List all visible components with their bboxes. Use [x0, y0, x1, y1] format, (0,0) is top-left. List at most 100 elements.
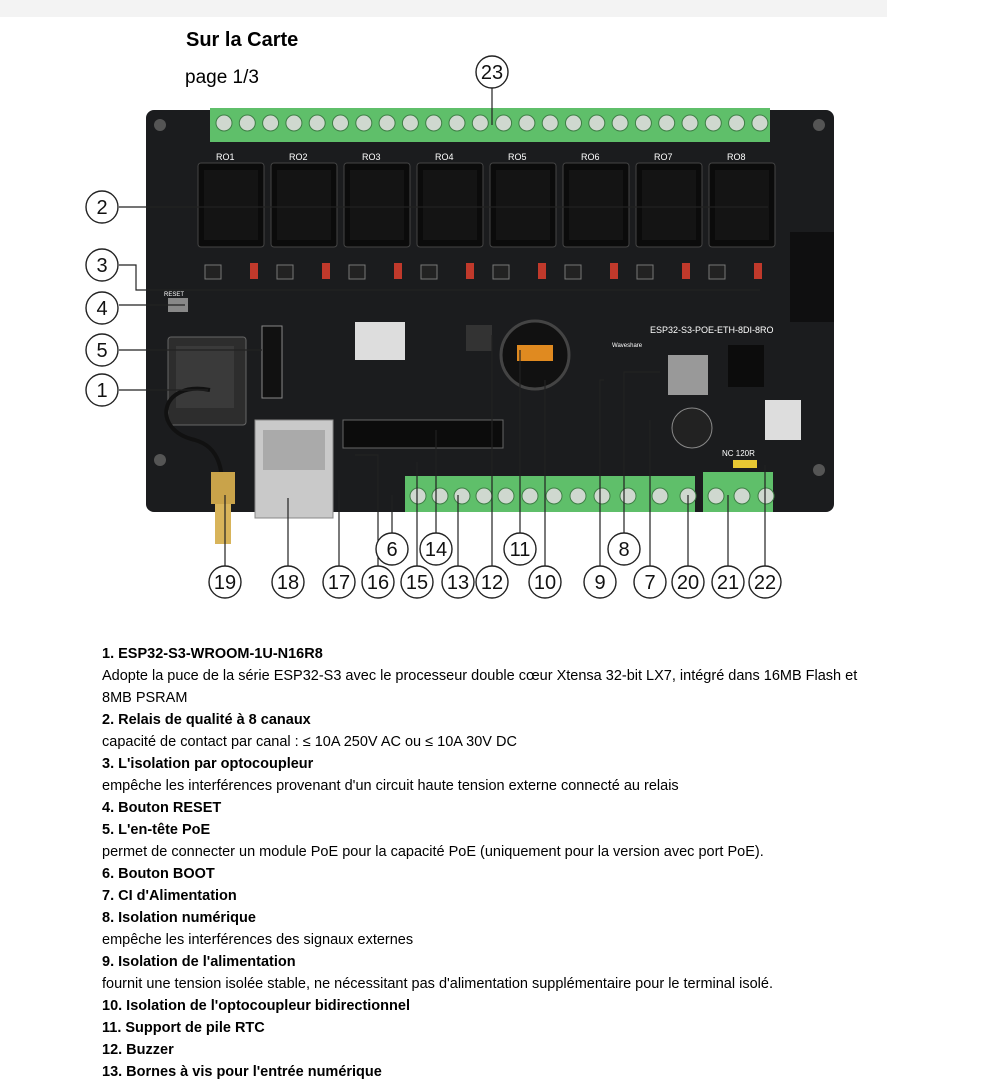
brand-silkscreen: Waveshare	[612, 343, 643, 349]
relay-label: RO2	[289, 152, 308, 162]
callout-circle	[85, 291, 119, 325]
callout-number: 23	[481, 62, 503, 84]
relays	[197, 162, 776, 248]
callout-number: 3	[96, 255, 107, 277]
screw	[497, 487, 515, 505]
screw	[521, 487, 539, 505]
callout-circle	[85, 373, 119, 407]
sma-connector	[211, 472, 235, 504]
relay-label: RO7	[654, 152, 673, 162]
callout-circle	[748, 565, 782, 599]
screw	[565, 114, 582, 132]
callout-circle	[208, 565, 242, 599]
reset-silkscreen: RESET	[164, 292, 184, 298]
legend-text: empêche les interférences des signaux ex…	[102, 932, 414, 948]
screw	[238, 114, 256, 132]
screw	[425, 114, 443, 132]
legend-heading: 11. Support de pile RTC	[102, 1020, 265, 1036]
optocouplers	[204, 263, 762, 280]
terminal-silkscreen: NC 120R	[722, 449, 755, 458]
optocoupler	[564, 264, 582, 280]
legend-heading: 4. Bouton RESET	[102, 800, 222, 816]
legend-heading: 7. CI d'Alimentation	[102, 888, 237, 904]
screw	[332, 114, 349, 132]
page-title: Sur la Carte	[186, 29, 299, 51]
screw	[378, 114, 396, 132]
screw	[285, 114, 303, 132]
callout-circle	[475, 565, 509, 599]
screw	[401, 114, 419, 132]
legend-heading: 1. ESP32-S3-WROOM-1U-N16R8	[102, 646, 323, 662]
legend-text: fournit une tension isolée stable, ne né…	[102, 976, 773, 992]
legend-heading: 2. Relais de qualité à 8 canaux	[102, 712, 311, 728]
relay-label: RO5	[508, 152, 527, 162]
callout-number: 5	[96, 340, 107, 362]
screw	[707, 487, 725, 505]
callout-circle	[503, 532, 537, 566]
callout-circle	[375, 532, 409, 566]
relay-label: RO8	[727, 152, 746, 162]
callout-number: 11	[510, 539, 531, 561]
screw	[431, 487, 449, 505]
led	[754, 263, 762, 279]
screw	[308, 114, 326, 132]
screw	[751, 114, 769, 132]
callout-number: 8	[618, 539, 629, 561]
legend-text: capacité de contact par canal : ≤ 10A 25…	[102, 734, 517, 750]
optocoupler	[708, 264, 726, 280]
legend-heading: 13. Bornes à vis pour l'entrée numérique	[102, 1064, 382, 1080]
screw	[409, 487, 427, 505]
legend-text: empêche les interférences provenant d'un…	[102, 778, 679, 794]
relay-label: RO4	[435, 152, 454, 162]
callout-number: 17	[328, 572, 350, 594]
callout-number: 21	[717, 572, 739, 594]
screw	[475, 487, 493, 505]
led	[322, 263, 330, 279]
screw	[588, 114, 606, 132]
legend-heading: 12. Buzzer	[102, 1042, 174, 1058]
callout-number: 18	[277, 572, 299, 594]
screw	[569, 487, 587, 505]
callout-circle	[400, 565, 434, 599]
screw	[215, 114, 233, 132]
callout-circle	[583, 565, 617, 599]
optocoupler	[276, 264, 294, 280]
callout-circle	[671, 565, 705, 599]
callout-circle	[475, 55, 509, 89]
optocoupler	[348, 264, 366, 280]
callout-circle	[633, 565, 667, 599]
screw	[619, 487, 637, 505]
screw	[651, 487, 669, 505]
screw	[593, 487, 611, 505]
callout-number: 20	[677, 572, 699, 594]
callout-number: 14	[425, 539, 447, 561]
screw	[355, 114, 373, 132]
led	[610, 263, 618, 279]
legend-heading: 9. Isolation de l'alimentation	[102, 954, 296, 970]
screw	[262, 114, 280, 132]
callout-number: 2	[96, 197, 107, 219]
callout-circle	[322, 565, 356, 599]
legend-heading: 10. Isolation de l'optocoupleur bidirect…	[102, 998, 410, 1014]
relay-terminal-block	[210, 108, 770, 142]
screw	[495, 114, 513, 132]
screw	[453, 487, 471, 505]
callout-circle	[441, 565, 475, 599]
relay-label: RO6	[581, 152, 600, 162]
screw	[681, 114, 699, 132]
top-bar	[0, 0, 887, 17]
callout-number: 22	[754, 572, 776, 594]
screw	[471, 114, 489, 132]
model-silkscreen: ESP32-S3-POE-ETH-8DI-8RO	[650, 325, 774, 335]
legend-heading: 5. L'en-tête PoE	[102, 822, 211, 838]
legend-heading: 8. Isolation numérique	[102, 910, 256, 926]
legend-heading: 6. Bouton BOOT	[102, 866, 215, 882]
optocoupler	[420, 264, 438, 280]
legend-text: Adopte la puce de la série ESP32-S3 avec…	[102, 668, 858, 706]
led	[538, 263, 546, 279]
screw	[611, 114, 629, 132]
relay-label: RO1	[216, 152, 235, 162]
